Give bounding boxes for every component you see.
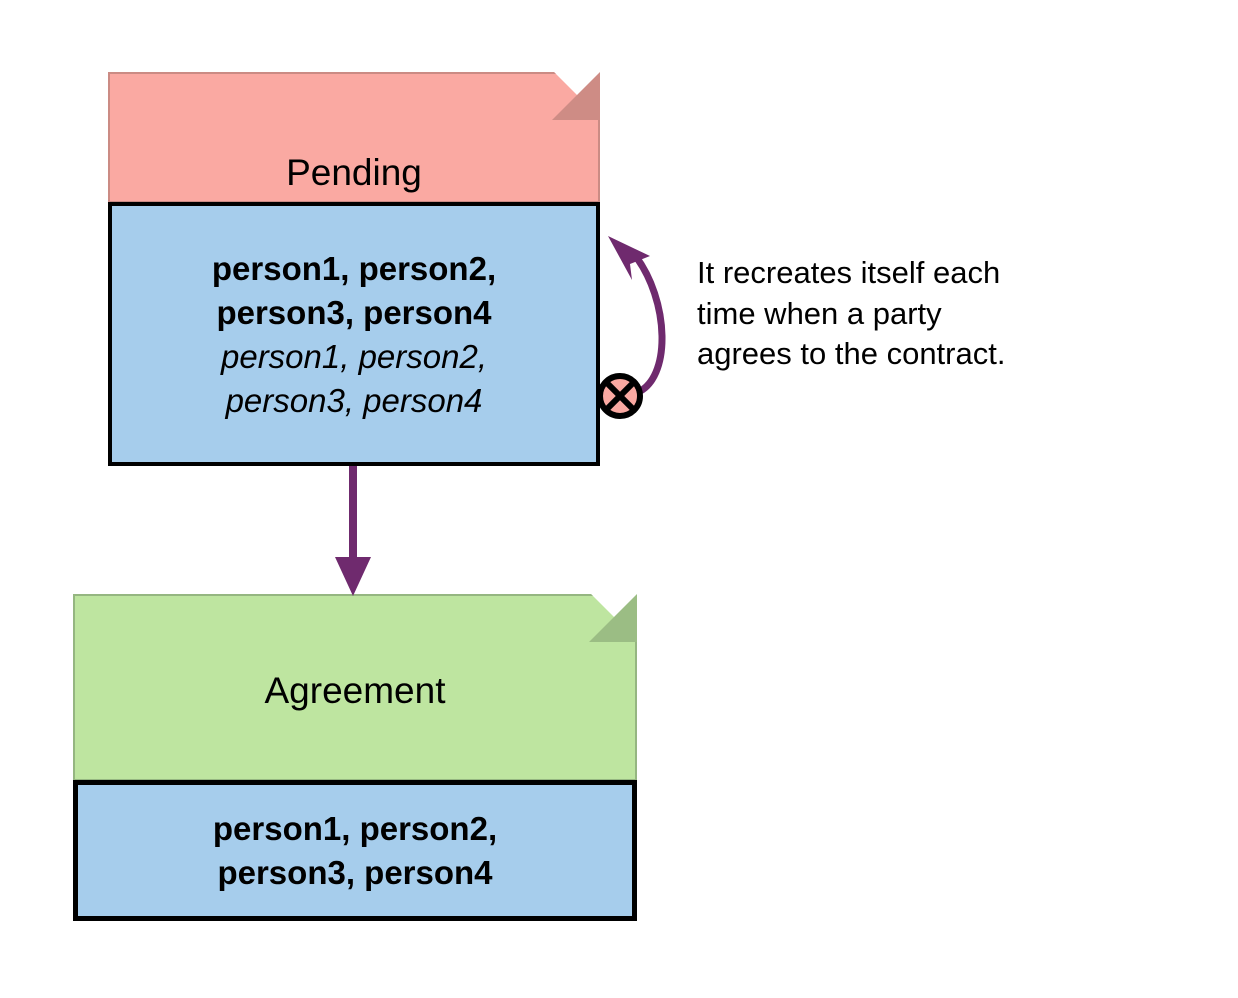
edge-self-loop[interactable]: [597, 236, 666, 419]
agreement-party-bold-line-1: person1, person2,: [212, 809, 498, 847]
note-agreement-title: Agreement: [264, 670, 446, 711]
self-loop-arrowhead-icon: [608, 236, 650, 280]
circle-x-icon-stroke-b: [603, 379, 637, 413]
annotation-line-1: It recreates itself each: [697, 255, 1001, 290]
annotation-line-2: time when a party: [697, 295, 942, 331]
self-loop-path: [631, 251, 666, 397]
pending-party-bold-line-1: person1, person2,: [211, 250, 497, 288]
edge-pending-to-agreement[interactable]: [335, 466, 371, 596]
note-agreement-body[interactable]: person1, person2, person3, person4: [73, 780, 637, 921]
circle-x-icon-stroke-a: [603, 379, 637, 413]
note-pending-body[interactable]: person1, person2, person3, person4 perso…: [108, 202, 600, 466]
note-pending-title: Pending: [286, 152, 422, 193]
annotation-text: It recreates itself each time when a par…: [697, 253, 1137, 375]
circle-x-icon-circle: [597, 373, 643, 419]
note-pending[interactable]: Pending: [108, 72, 600, 203]
note-agreement[interactable]: Agreement: [73, 594, 637, 781]
pending-party-italic-line-2: person3, person4: [225, 381, 483, 419]
agreement-party-bold-line-2: person3, person4: [217, 853, 493, 891]
pending-party-italic-line-1: person1, person2,: [220, 338, 487, 375]
note-pending-header: [108, 72, 600, 203]
pending-party-bold-line-2: person3, person4: [216, 294, 492, 332]
annotation-line-3: agrees to the contract.: [697, 336, 1006, 372]
transition-arrowhead-icon: [335, 557, 371, 596]
